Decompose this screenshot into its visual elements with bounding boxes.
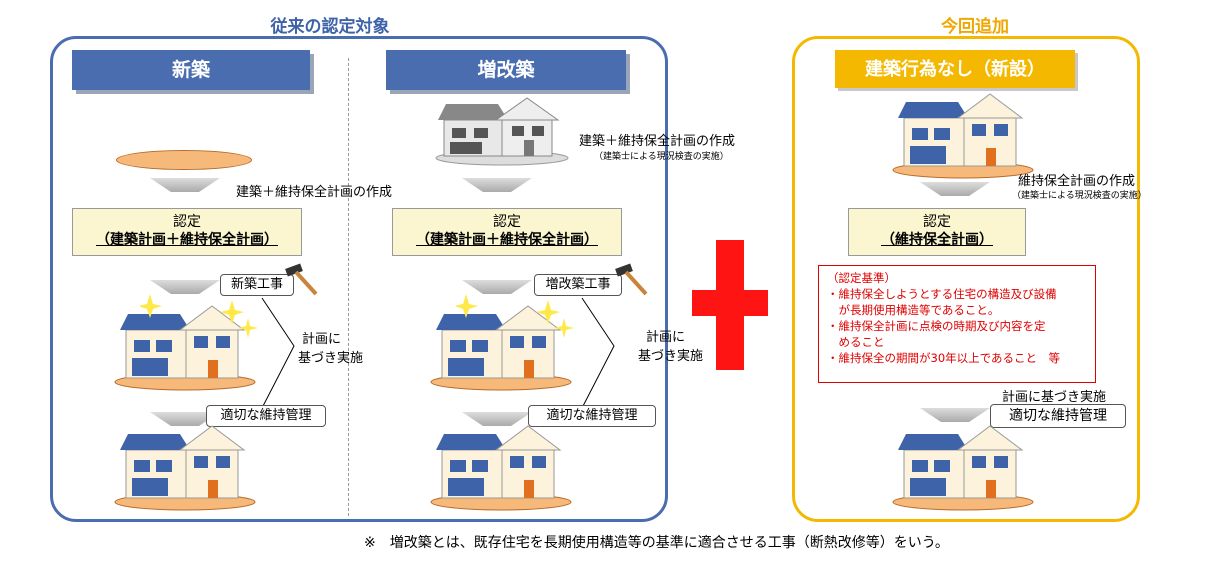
bracket-line (581, 297, 615, 409)
addition-panel (792, 36, 1140, 522)
plus-horizontal-bar (692, 290, 768, 316)
renovation-maintenance-label: 適切な維持管理 (528, 405, 656, 427)
arrow-down-icon (150, 280, 220, 294)
cert-subtitle: （建築計画＋維持保全計画） (96, 232, 278, 248)
cert-title: 認定 (493, 214, 521, 230)
criteria-line: （認定基準） (827, 271, 896, 285)
hammer-icon (285, 263, 318, 296)
house-icon (892, 93, 1034, 179)
based-on-plan-text-1: 計画に (646, 330, 686, 345)
house-icon (430, 305, 572, 391)
cert-title: 認定 (173, 214, 201, 230)
hammer-icon (615, 263, 648, 296)
no-construction-header: 建築行為なし（新設） (835, 50, 1075, 88)
sparkle-icon (456, 294, 574, 338)
new-build-plan-text: 建築＋維持保全計画の作成 (236, 185, 393, 200)
footnote: ※ 増改築とは、既存住宅を長期使用構造等の基準に適合させる工事（断熱改修等）をい… (364, 535, 949, 551)
certification-criteria-box: （認定基準） ・維持保全しようとする住宅の構造及び設備 が長期使用構造等であるこ… (818, 265, 1096, 383)
no-construction-based-on-plan: 計画に基づき実施 (1002, 390, 1107, 405)
column-divider (348, 58, 349, 516)
empty-lot-icon (116, 150, 252, 170)
new-build-header: 新築 (72, 50, 310, 90)
new-build-certification-box: 認定 （建築計画＋維持保全計画） (72, 208, 302, 256)
arrow-down-icon (462, 280, 532, 294)
renovation-plan-text: 建築＋維持保全計画の作成 (579, 134, 736, 149)
criteria-line: ・維持保全計画に点検の時期及び内容を定 (827, 319, 1046, 333)
plus-icon (692, 240, 768, 370)
based-on-plan-text-1: 計画に (302, 332, 342, 347)
no-construction-plan-note: （建築士による現況検査の実施） (1012, 191, 1147, 201)
house-icon (892, 425, 1034, 511)
criteria-line: ・維持保全しようとする住宅の構造及び設備 (827, 287, 1057, 301)
cert-subtitle: （建築計画＋維持保全計画） (416, 232, 598, 248)
based-on-plan-text-2: 基づき実施 (298, 351, 364, 366)
arrow-down-icon (150, 178, 220, 192)
cert-title: 認定 (923, 214, 951, 230)
arrow-down-icon (462, 412, 532, 426)
criteria-line: が長期使用構造等であること。 (827, 303, 1000, 317)
arrow-down-icon (150, 412, 220, 426)
new-build-maintenance-label: 適切な維持管理 (206, 405, 326, 427)
addition-section-title: 今回追加 (941, 17, 1009, 37)
no-construction-certification-box: 認定 （維持保全計画） (848, 208, 1026, 256)
criteria-line: ・維持保全の期間が30年以上であること 等 (827, 351, 1061, 365)
renovation-plan-note: （建築士による現況検査の実施） (594, 152, 729, 162)
no-construction-maintenance-label: 適切な維持管理 (990, 404, 1126, 428)
renovation-work-label: 増改築工事 (534, 274, 622, 296)
no-construction-plan-text: 維持保全計画の作成 (1018, 174, 1136, 189)
conventional-section-title: 従来の認定対象 (270, 17, 390, 37)
arrow-down-icon (920, 182, 990, 196)
arrow-down-icon (462, 178, 532, 192)
house-icon (114, 425, 256, 511)
house-icon (114, 305, 256, 391)
sparkle-icon (140, 294, 258, 338)
cert-subtitle: （維持保全計画） (881, 232, 993, 248)
bracket-line (261, 297, 295, 409)
based-on-plan-text-2: 基づき実施 (638, 349, 704, 364)
arrow-down-icon (920, 408, 990, 422)
new-build-work-label: 新築工事 (220, 274, 294, 296)
criteria-line: めること (827, 335, 885, 349)
renovation-header: 増改築 (386, 50, 626, 90)
renovation-certification-box: 認定 （建築計画＋維持保全計画） (392, 208, 622, 256)
old-house-icon (435, 97, 569, 166)
house-icon (430, 425, 572, 511)
conventional-panel (50, 36, 668, 522)
